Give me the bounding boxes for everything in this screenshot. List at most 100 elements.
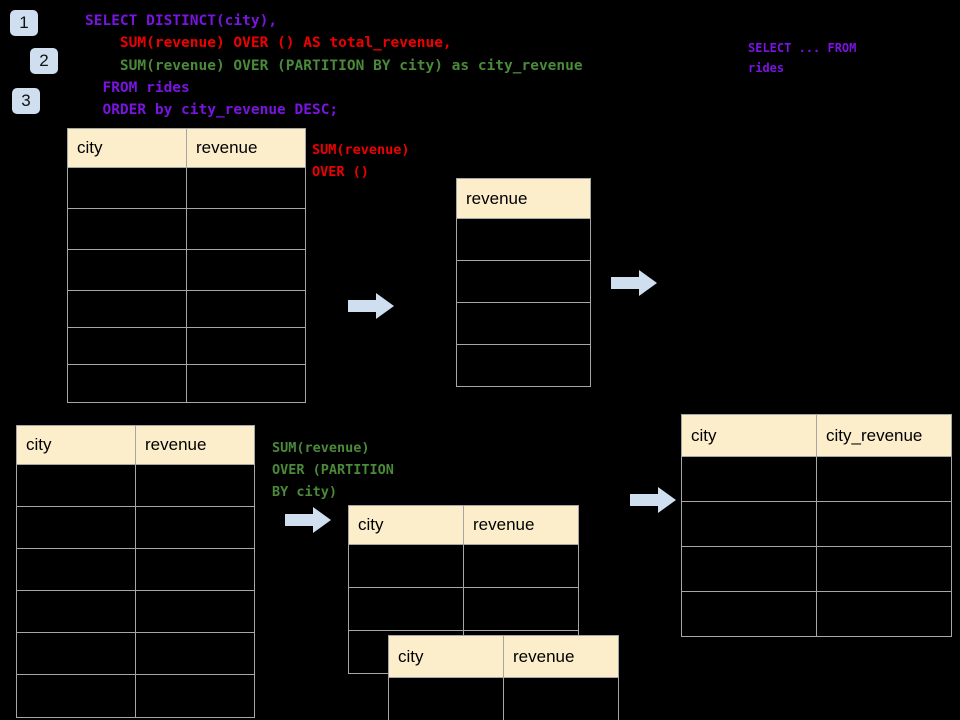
step-badge-3: 3 [12, 88, 40, 114]
step-badge-2: 2 [30, 48, 58, 74]
table-rides-top: city revenue [67, 128, 306, 403]
cell-revenue [186, 167, 306, 209]
table-row [16, 506, 255, 549]
table-row [456, 260, 591, 303]
cell-city [681, 456, 817, 502]
table-header-row: city revenue [16, 425, 255, 465]
table-row [67, 327, 306, 365]
cell-city [67, 327, 187, 365]
table-row [681, 546, 952, 592]
sql-line-total-revenue: SUM(revenue) OVER () AS total_revenue, [85, 35, 452, 51]
cell-revenue [186, 208, 306, 250]
cell-city [16, 464, 136, 507]
sql-line-order-by: ORDER by city_revenue DESC; [85, 102, 339, 118]
table-row [348, 587, 579, 631]
cell-revenue [186, 290, 306, 328]
table-header-row: city revenue [388, 635, 619, 678]
cell-revenue [503, 677, 619, 720]
table-row [67, 290, 306, 328]
cell-revenue [135, 548, 255, 591]
cell-city-revenue [816, 501, 952, 547]
table-row [681, 456, 952, 502]
cell-city [16, 632, 136, 675]
table-row [16, 548, 255, 591]
cell-city [67, 208, 187, 250]
sql-line-city-revenue: SUM(revenue) OVER (PARTITION BY city) as… [85, 58, 583, 74]
annotation-over-partition-green: OVER (PARTITION [272, 462, 394, 478]
table-row [67, 208, 306, 250]
table-row [348, 544, 579, 588]
cell-revenue [186, 364, 306, 403]
annotation-by-city-green: BY city) [272, 484, 338, 500]
table-row [16, 632, 255, 675]
cell-city [388, 677, 504, 720]
table-row [388, 677, 619, 720]
cell-revenue [135, 464, 255, 507]
column-header-city: city [67, 128, 187, 168]
cell-revenue [456, 302, 591, 345]
cell-revenue [135, 506, 255, 549]
table-result: city city_revenue [681, 414, 952, 637]
cell-city-revenue [816, 591, 952, 637]
cell-city [67, 290, 187, 328]
table-row [16, 674, 255, 718]
table-row [67, 167, 306, 209]
column-header-city-revenue: city_revenue [816, 414, 952, 457]
table-rides-bottom: city revenue [16, 425, 255, 718]
table-row [681, 591, 952, 637]
annotation-sum-revenue-green: SUM(revenue) [272, 440, 370, 456]
table-row [67, 364, 306, 403]
table-revenue-only: revenue [456, 178, 591, 387]
cell-revenue [456, 260, 591, 303]
table-row [456, 218, 591, 261]
cell-city [348, 587, 464, 631]
arrow-bottom-right-icon [630, 487, 676, 513]
cell-revenue [135, 674, 255, 718]
table-row [67, 249, 306, 291]
table-row [456, 344, 591, 387]
cell-revenue [456, 218, 591, 261]
column-header-city: city [388, 635, 504, 678]
cell-city [348, 544, 464, 588]
cell-revenue [135, 632, 255, 675]
table-partition-front: city revenue [388, 635, 619, 720]
table-row [16, 590, 255, 633]
cell-city [16, 548, 136, 591]
cell-revenue [456, 344, 591, 387]
annotation-select-from: SELECT ... FROM [748, 41, 857, 55]
column-header-revenue: revenue [135, 425, 255, 465]
column-header-revenue: revenue [456, 178, 591, 219]
sql-line-select-distinct: SELECT DISTINCT(city), [85, 13, 278, 29]
column-header-revenue: revenue [503, 635, 619, 678]
annotation-over-empty-red: OVER () [312, 164, 369, 180]
annotation-sum-revenue-red: SUM(revenue) [312, 142, 410, 158]
table-header-row: city revenue [67, 128, 306, 168]
table-row [16, 464, 255, 507]
table-row [681, 501, 952, 547]
table-header-row: city city_revenue [681, 414, 952, 457]
column-header-city: city [681, 414, 817, 457]
step-badge-1: 1 [10, 10, 38, 36]
cell-city [16, 674, 136, 718]
sql-line-from-rides: FROM rides [85, 80, 190, 96]
cell-city [681, 546, 817, 592]
cell-city [67, 167, 187, 209]
cell-revenue [463, 544, 579, 588]
cell-revenue [463, 587, 579, 631]
column-header-city: city [348, 505, 464, 545]
cell-revenue [186, 249, 306, 291]
arrow-top-middle-icon [348, 293, 394, 319]
table-header-row: city revenue [348, 505, 579, 545]
arrow-bottom-middle-icon [285, 507, 331, 533]
cell-city [681, 591, 817, 637]
cell-revenue [135, 590, 255, 633]
column-header-revenue: revenue [463, 505, 579, 545]
table-row [456, 302, 591, 345]
cell-city [67, 249, 187, 291]
column-header-revenue: revenue [186, 128, 306, 168]
cell-city [67, 364, 187, 403]
table-header-row: revenue [456, 178, 591, 219]
cell-city-revenue [816, 546, 952, 592]
column-header-city: city [16, 425, 136, 465]
